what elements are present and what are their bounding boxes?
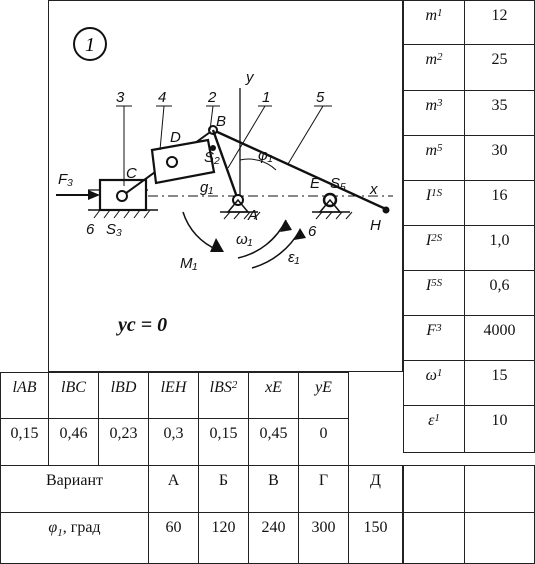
label-phi1: φ₁ [258, 147, 273, 164]
length-header: xE [248, 372, 299, 419]
phi-value: 60 [148, 512, 199, 564]
diagram-cell [48, 0, 403, 372]
param-value: 25 [464, 44, 535, 91]
crank-ab [211, 129, 240, 201]
empty-cell [464, 512, 535, 564]
phi-value: 240 [248, 512, 299, 564]
phi-value: 300 [298, 512, 349, 564]
mechanism-diagram: 1 [56, 27, 393, 272]
label-b: B [216, 113, 226, 130]
variant-label: Вариант [0, 465, 149, 513]
label-x: x [369, 181, 378, 198]
label-eps1: ε₁ [288, 249, 300, 266]
length-header: lBD [98, 372, 149, 419]
length-header: yE [298, 372, 349, 419]
label-2: 2 [207, 89, 217, 106]
length-header: lBC [48, 372, 99, 419]
label-6a: 6 [86, 221, 95, 238]
label-4: 4 [158, 89, 166, 106]
param-value: 35 [464, 90, 535, 136]
length-value: 0,23 [98, 418, 149, 466]
length-value: 0,46 [48, 418, 99, 466]
moment-m1-arc [182, 211, 219, 251]
length-value: 0 [298, 418, 349, 466]
length-value: 0,3 [148, 418, 199, 466]
empty-cell [403, 465, 465, 513]
label-h: H [370, 217, 381, 234]
variant-circle [73, 27, 107, 61]
length-value: 0,15 [198, 418, 249, 466]
phi-value: 150 [348, 512, 403, 564]
label-y: y [245, 69, 255, 86]
phi-value: 120 [198, 512, 249, 564]
label-5: 5 [316, 89, 325, 106]
param-value: 10 [464, 405, 535, 453]
param-value: 1,0 [464, 225, 535, 271]
point-h [382, 206, 390, 214]
variant-option: Г [298, 465, 349, 513]
param-value: 4000 [464, 315, 535, 361]
param-value: 12 [464, 0, 535, 45]
variant-number: 1 [85, 34, 95, 56]
label-omega1: ω₁ [236, 231, 253, 248]
label-3: 3 [116, 89, 125, 106]
variant-option: Б [198, 465, 249, 513]
param-value: 15 [464, 360, 535, 406]
length-value: 0,45 [248, 418, 299, 466]
label-6b: 6 [308, 223, 317, 240]
label-g1: g₁ [200, 179, 213, 196]
param-value: 0,6 [464, 270, 535, 316]
length-header: lEH [148, 372, 199, 419]
yc-label: yc = 0 [118, 314, 168, 336]
label-a: A [247, 207, 258, 224]
phi-label: φ1, град [0, 512, 149, 564]
param-value: 30 [464, 135, 535, 181]
length-header: lAB [0, 372, 49, 419]
param-value: 16 [464, 180, 535, 226]
label-e: E [310, 175, 321, 192]
variant-option: Д [348, 465, 403, 513]
length-value: 0,15 [0, 418, 49, 466]
label-1: 1 [262, 89, 270, 106]
variant-option: А [148, 465, 199, 513]
label-c: C [126, 165, 137, 182]
slider-d [150, 138, 216, 185]
label-s3: S₃ [106, 221, 122, 238]
empty-cell [464, 465, 535, 513]
label-d: D [170, 129, 181, 146]
label-s5: S₅ [330, 175, 346, 192]
variant-option: В [248, 465, 299, 513]
empty-cell [403, 512, 465, 564]
label-m1: M₁ [180, 255, 197, 272]
label-f3: F₃ [58, 171, 73, 188]
label-s2: S₂ [204, 149, 220, 166]
